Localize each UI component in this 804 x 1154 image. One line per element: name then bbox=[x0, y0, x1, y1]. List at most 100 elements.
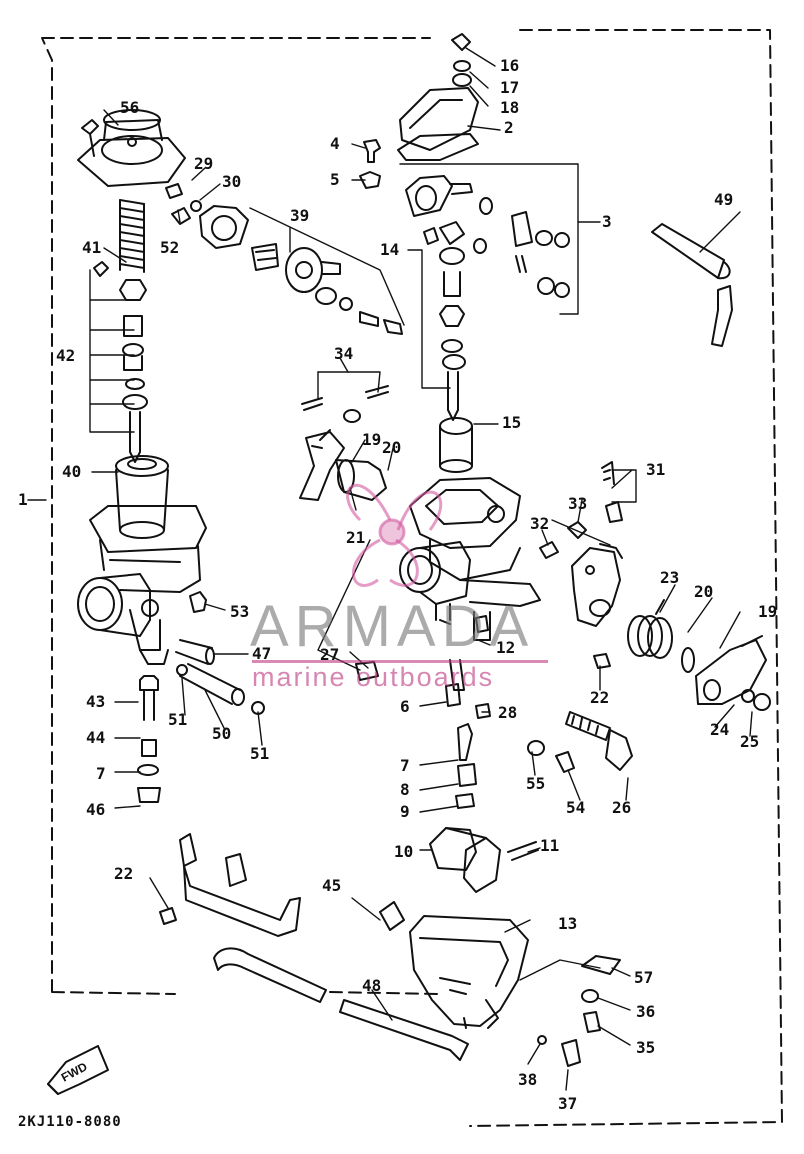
callout-7-left: 7 bbox=[96, 764, 106, 783]
callout-15: 15 bbox=[502, 413, 522, 432]
callout-52: 52 bbox=[160, 238, 180, 257]
throttle-lever-left bbox=[299, 429, 387, 501]
bracket-lower bbox=[159, 833, 301, 937]
nut-33 bbox=[567, 521, 587, 539]
callout-17: 17 bbox=[500, 78, 520, 97]
screw-54 bbox=[555, 751, 575, 773]
assembly-boundary bbox=[41, 29, 783, 1127]
callout-21: 21 bbox=[346, 528, 366, 547]
screw-26 bbox=[565, 711, 633, 771]
screw-31 bbox=[601, 461, 623, 523]
callout-57: 57 bbox=[634, 968, 654, 987]
callout-53: 53 bbox=[230, 602, 250, 621]
callout-32: 32 bbox=[530, 514, 550, 533]
callout-23: 23 bbox=[660, 568, 680, 587]
callout-10: 10 bbox=[394, 842, 414, 861]
callout-4: 4 bbox=[330, 134, 340, 153]
watermark-brand: ARMADA bbox=[250, 594, 535, 659]
nut-5 bbox=[359, 171, 381, 189]
float-bowl-13 bbox=[409, 915, 529, 1029]
callout-37: 37 bbox=[558, 1094, 578, 1113]
callout-3: 3 bbox=[602, 212, 612, 231]
screw-53 bbox=[189, 591, 207, 613]
callout-36: 36 bbox=[636, 1002, 656, 1021]
callout-46: 46 bbox=[86, 800, 106, 819]
callout-56: 56 bbox=[120, 98, 140, 117]
spring-41 bbox=[119, 199, 145, 273]
callout-16: 16 bbox=[500, 56, 520, 75]
callout-49: 49 bbox=[714, 190, 734, 209]
right-carb-body bbox=[399, 477, 541, 691]
plug-28 bbox=[475, 703, 491, 719]
callout-31: 31 bbox=[646, 460, 666, 479]
callout-54: 54 bbox=[566, 798, 586, 817]
screw-6 bbox=[445, 683, 461, 707]
screw-22-right bbox=[593, 653, 611, 669]
callout-29: 29 bbox=[194, 154, 214, 173]
callout-41: 41 bbox=[82, 238, 102, 257]
screw-52 bbox=[171, 207, 191, 225]
screw-32 bbox=[539, 541, 559, 559]
screw-35 bbox=[583, 1011, 601, 1033]
callout-22-right: 22 bbox=[590, 688, 610, 707]
top-cover-2 bbox=[397, 33, 479, 161]
callout-38: 38 bbox=[518, 1070, 538, 1089]
callout-20-right: 20 bbox=[694, 582, 714, 601]
fwd-arrow-icon bbox=[47, 1045, 109, 1095]
callout-18: 18 bbox=[500, 98, 520, 117]
piston-15 bbox=[439, 417, 473, 473]
callout-55: 55 bbox=[526, 774, 546, 793]
callout-39: 39 bbox=[290, 206, 310, 225]
callout-27: 27 bbox=[320, 645, 340, 664]
callout-51-right: 51 bbox=[250, 744, 270, 763]
hose-48 bbox=[213, 947, 469, 1061]
piston-40 bbox=[115, 455, 169, 539]
callout-28: 28 bbox=[498, 703, 518, 722]
callout-50: 50 bbox=[212, 724, 232, 743]
callout-8: 8 bbox=[400, 780, 410, 799]
callout-43: 43 bbox=[86, 692, 106, 711]
jet-stack-left bbox=[137, 675, 161, 803]
bracket-right bbox=[571, 543, 623, 627]
part-57 bbox=[581, 955, 621, 975]
callout-14: 14 bbox=[380, 240, 400, 259]
callout-22-left: 22 bbox=[114, 864, 134, 883]
linkage-3 bbox=[405, 175, 570, 298]
callout-51-left: 51 bbox=[168, 710, 188, 729]
callout-19-right: 19 bbox=[758, 602, 778, 621]
lever-19-right bbox=[695, 635, 767, 705]
callout-9: 9 bbox=[400, 802, 410, 821]
spring-23 bbox=[627, 599, 673, 659]
watermark-divider bbox=[252, 660, 548, 663]
screw-29 bbox=[165, 183, 183, 199]
diaphragm-39 bbox=[199, 205, 403, 335]
callout-19-left: 19 bbox=[362, 430, 382, 449]
callout-20-left: 20 bbox=[382, 438, 402, 457]
leader-lines bbox=[27, 47, 753, 1091]
watermark-tagline: marine outboards bbox=[252, 662, 495, 692]
callout-6: 6 bbox=[400, 697, 410, 716]
callout-13: 13 bbox=[558, 914, 578, 933]
left-carb-body bbox=[77, 505, 207, 665]
top-cover-56 bbox=[77, 109, 186, 187]
callout-35: 35 bbox=[636, 1038, 656, 1057]
callout-40: 40 bbox=[62, 462, 82, 481]
callout-5: 5 bbox=[330, 170, 340, 189]
hose-50 bbox=[179, 663, 241, 705]
callout-24: 24 bbox=[710, 720, 730, 739]
armada-logo-icon bbox=[346, 484, 443, 587]
callout-42: 42 bbox=[56, 346, 76, 365]
callout-1: 1 bbox=[18, 490, 28, 509]
callout-33: 33 bbox=[568, 494, 588, 513]
float-10 bbox=[429, 827, 539, 893]
callout-7-right: 7 bbox=[400, 756, 410, 775]
callout-47: 47 bbox=[252, 644, 272, 663]
callout-12: 12 bbox=[496, 638, 516, 657]
screw-37 bbox=[561, 1039, 581, 1067]
needle-parts-right bbox=[423, 227, 466, 421]
callout-2: 2 bbox=[504, 118, 514, 137]
callout-25: 25 bbox=[740, 732, 760, 751]
callout-45: 45 bbox=[322, 876, 342, 895]
